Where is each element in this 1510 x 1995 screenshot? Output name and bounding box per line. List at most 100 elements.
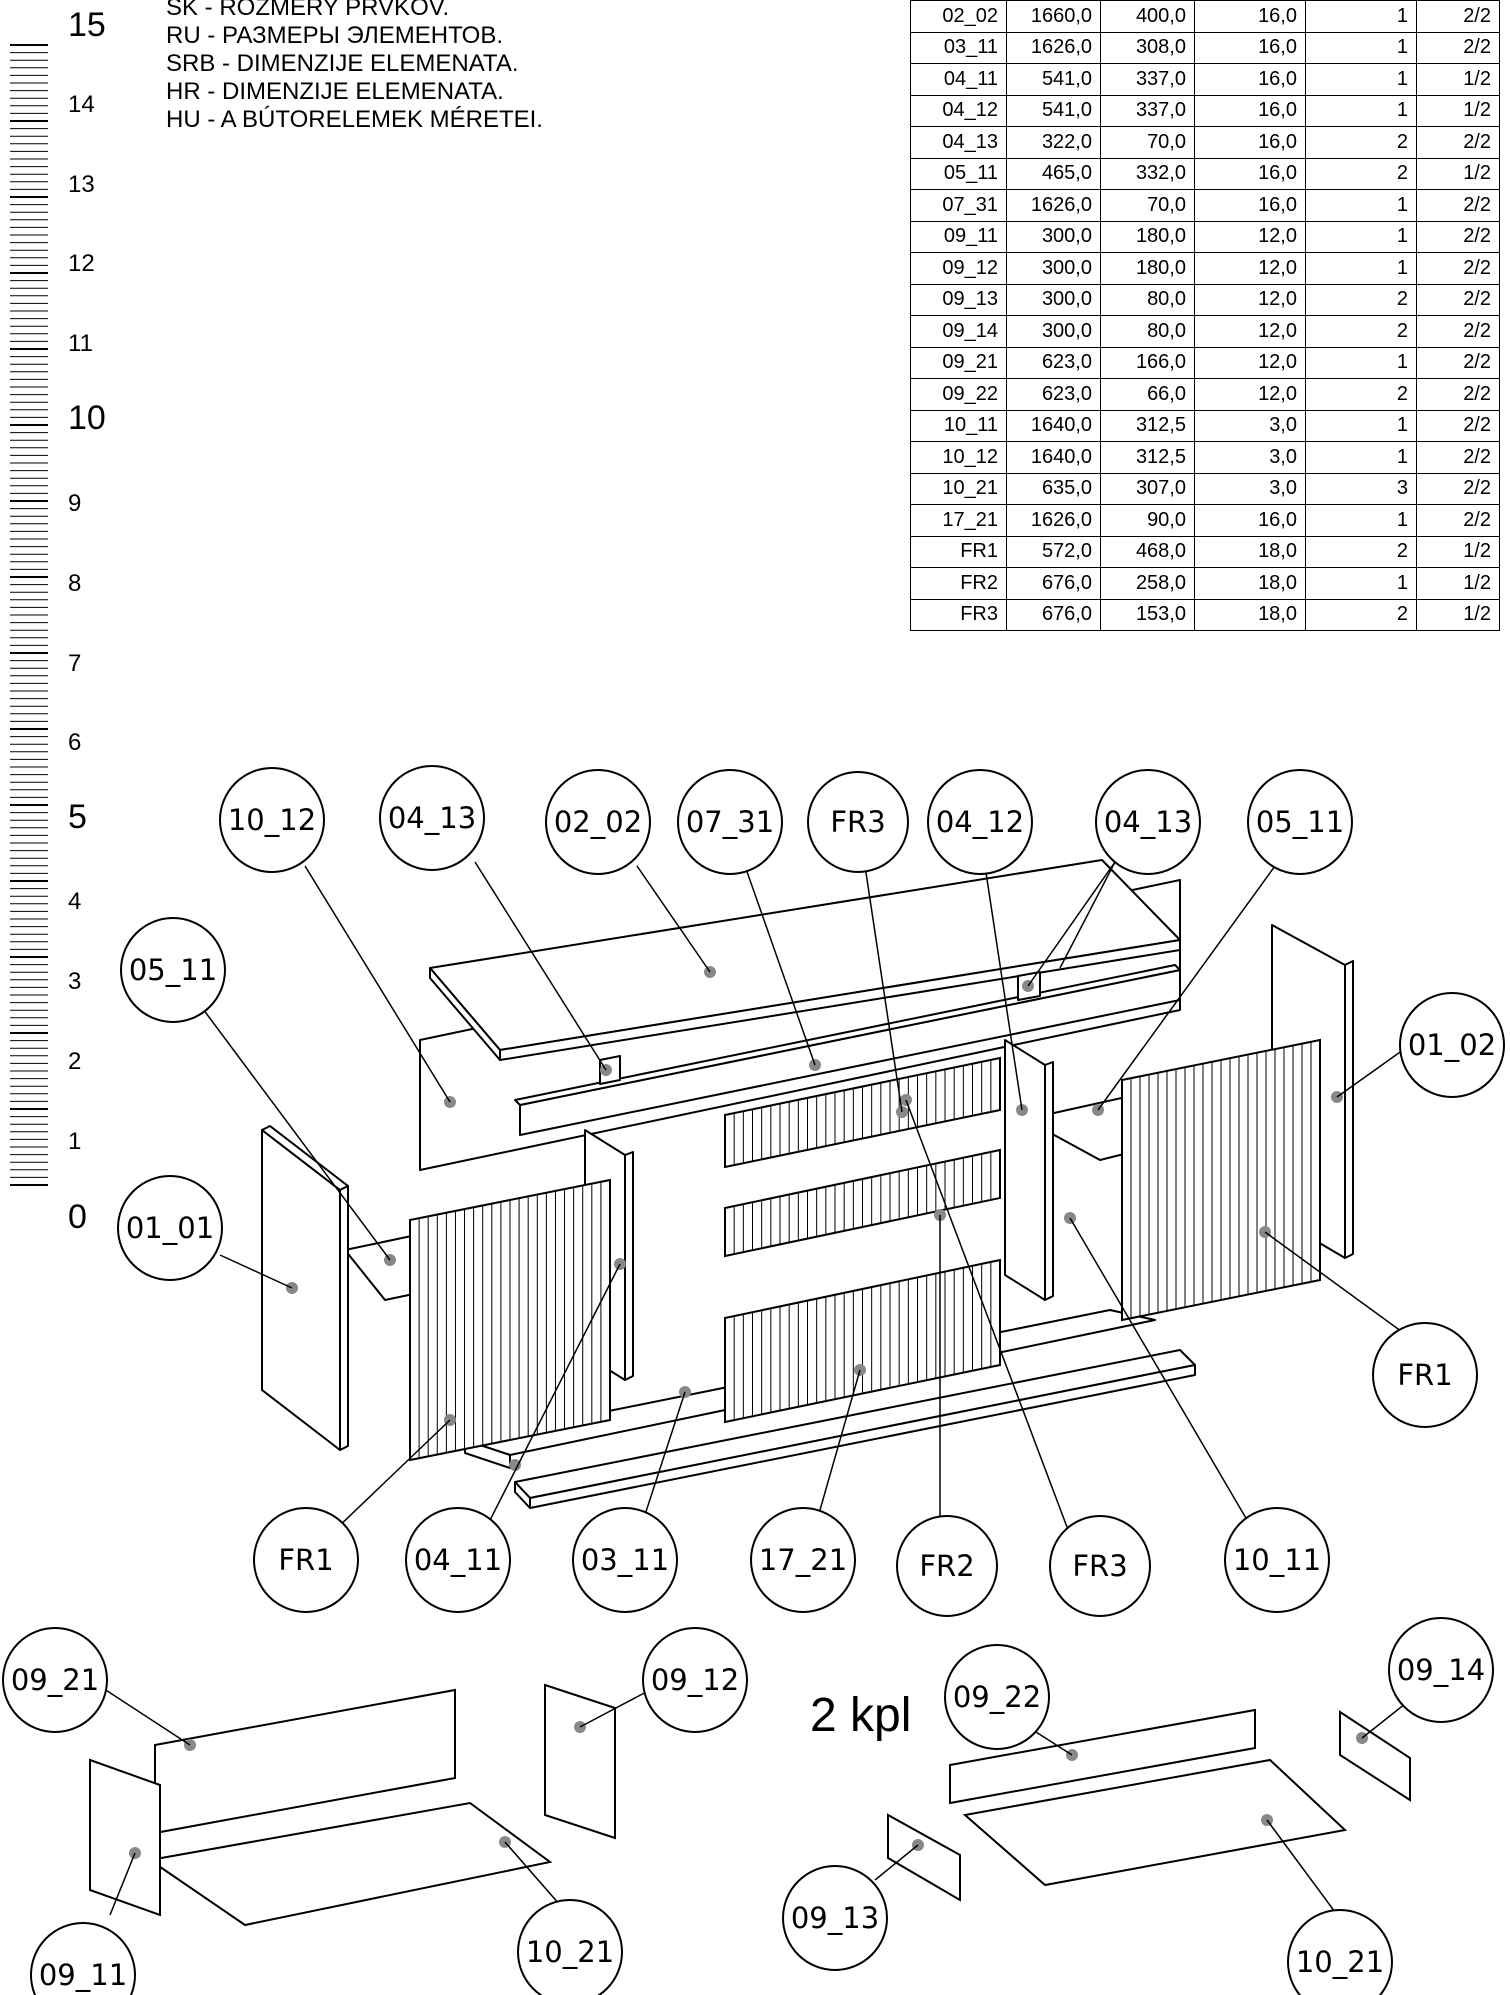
- table-cell: 16,0: [1194, 189, 1306, 222]
- table-cell: 1/2: [1416, 157, 1500, 190]
- callout-label: 10_11: [1233, 1543, 1321, 1577]
- table-cell: 2: [1305, 315, 1417, 348]
- callout-circle: [219, 767, 325, 873]
- title-sk: SK - ROZMERY PRVKOV.: [166, 0, 450, 21]
- title-hr: HR - DIMENZIJE ELEMENATA.: [166, 78, 504, 105]
- ruler-label: 10: [68, 399, 106, 437]
- ruler-label: 8: [68, 570, 82, 597]
- table-cell: 12,0: [1194, 252, 1306, 285]
- callout-label: FR3: [830, 805, 885, 839]
- table-cell: 12,0: [1194, 283, 1306, 316]
- table-cell: 1: [1305, 346, 1417, 379]
- part-09-22: [949, 1708, 1256, 1805]
- callout-label: FR3: [1072, 1549, 1127, 1583]
- table-cell: 1/2: [1416, 535, 1500, 568]
- table-cell: 400,0: [1100, 0, 1195, 33]
- table-cell: 16,0: [1194, 504, 1306, 537]
- callout-circle: [1372, 1322, 1478, 1428]
- ruler-label: 7: [68, 650, 82, 677]
- table-cell: 300,0: [1006, 220, 1101, 253]
- table-cell: 1640,0: [1006, 441, 1101, 474]
- table-cell: 1: [1305, 409, 1417, 442]
- table-cell: 16,0: [1194, 126, 1306, 159]
- table-cell: 676,0: [1006, 567, 1101, 600]
- table-cell: 70,0: [1100, 126, 1195, 159]
- table-cell: FR2: [910, 567, 1007, 600]
- table-cell: 2/2: [1416, 31, 1500, 64]
- table-cell: 332,0: [1100, 157, 1195, 190]
- table-cell: 635,0: [1006, 472, 1101, 505]
- callout-label: 05_11: [129, 953, 217, 987]
- part-09-11: [89, 1758, 161, 1917]
- part-divider-right: [1004, 1039, 1046, 1301]
- callout-label: 01_01: [126, 1211, 214, 1245]
- callout-label: 09_11: [39, 1958, 127, 1992]
- table-cell: 2/2: [1416, 346, 1500, 379]
- callout-circle: [1388, 1617, 1494, 1723]
- table-cell: 16,0: [1194, 31, 1306, 64]
- table-cell: 1: [1305, 31, 1417, 64]
- part-10-21-left: [147, 1801, 553, 1927]
- table-cell: 300,0: [1006, 252, 1101, 285]
- table-cell: 10_12: [910, 441, 1007, 474]
- callout-label: 09_13: [791, 1901, 879, 1935]
- callout-label: 09_14: [1397, 1653, 1485, 1687]
- ruler-label: 12: [68, 250, 95, 277]
- callout-circle: [1049, 1515, 1151, 1617]
- table-cell: 1/2: [1416, 63, 1500, 96]
- callout-circle: [253, 1507, 359, 1613]
- table-cell: 2: [1305, 157, 1417, 190]
- part-09-13: [887, 1813, 961, 1902]
- callout-circle: [1247, 769, 1353, 875]
- callout-label: 17_21: [759, 1543, 847, 1577]
- callout-circle: [120, 917, 226, 1023]
- table-cell: 10_21: [910, 472, 1007, 505]
- table-cell: 2: [1305, 283, 1417, 316]
- ruler-label: 6: [68, 729, 82, 756]
- callout-circle: [405, 1507, 511, 1613]
- ruler-label: 9: [68, 490, 82, 517]
- table-cell: 1: [1305, 220, 1417, 253]
- callout-label: 05_11: [1256, 805, 1344, 839]
- table-cell: 541,0: [1006, 63, 1101, 96]
- table-cell: 2/2: [1416, 126, 1500, 159]
- ruler-label: 1: [68, 1128, 82, 1155]
- table-cell: 09_14: [910, 315, 1007, 348]
- table-cell: 80,0: [1100, 283, 1195, 316]
- ruler-label: 15: [68, 6, 106, 44]
- callout-circle: [642, 1627, 748, 1733]
- callout-label: 09_22: [953, 1680, 1041, 1714]
- callout-circle: [896, 1515, 998, 1617]
- table-cell: FR3: [910, 598, 1007, 631]
- quantity-label: 2 kpl: [810, 1689, 912, 1742]
- table-cell: 1/2: [1416, 94, 1500, 127]
- callout-circle: [517, 1899, 623, 1995]
- callout-circle: [2, 1627, 108, 1733]
- table-cell: 18,0: [1194, 535, 1306, 568]
- callout-label: FR2: [919, 1549, 974, 1583]
- callout-circle: [1399, 992, 1505, 1098]
- language-titles: SK - ROZMERY PRVKOV. RU - РАЗМЕРЫ ЭЛЕМЕН…: [166, 0, 543, 134]
- table-cell: 1/2: [1416, 598, 1500, 631]
- callout-circle: [30, 1922, 136, 1995]
- table-cell: 2: [1305, 598, 1417, 631]
- callout-label: 04_13: [388, 801, 476, 835]
- callout-circle: [572, 1507, 678, 1613]
- table-cell: 12,0: [1194, 378, 1306, 411]
- table-cell: 1: [1305, 252, 1417, 285]
- table-cell: 03_11: [910, 31, 1007, 64]
- table-cell: 80,0: [1100, 315, 1195, 348]
- table-cell: 1: [1305, 567, 1417, 600]
- callout-label: 04_11: [414, 1543, 502, 1577]
- callout-circle: [677, 769, 783, 875]
- table-cell: 12,0: [1194, 315, 1306, 348]
- ruler-label: 3: [68, 968, 82, 995]
